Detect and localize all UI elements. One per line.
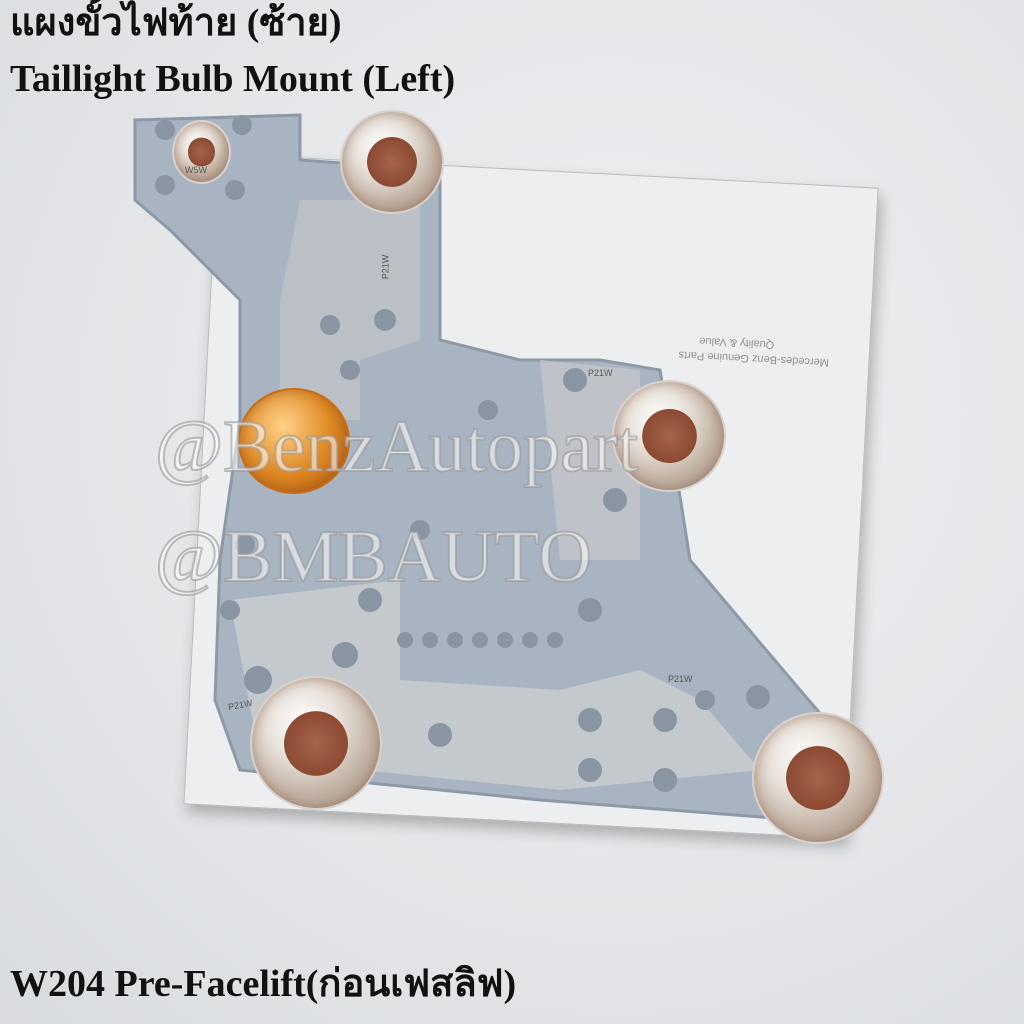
bulb-label-w5w: W5W	[185, 165, 207, 175]
english-title: Taillight Bulb Mount (Left)	[10, 58, 456, 100]
bulb-label-bottom-right: P21W	[668, 674, 693, 684]
bulb-amber	[238, 388, 350, 494]
bulb-bottom-right	[752, 712, 884, 844]
model-caption: W204 Pre-Facelift(ก่อนเฟสลิฟ)	[10, 963, 517, 1005]
watermark-bmbauto: @BMBAUTO	[154, 515, 593, 599]
thai-title: แผงขั้วไฟท้าย (ซ้าย)	[10, 2, 342, 44]
bulb-w5w	[172, 120, 231, 184]
bulb-bottom-left	[250, 676, 382, 810]
bulb-right	[612, 380, 726, 492]
bulb-label-right: P21W	[588, 368, 613, 378]
watermark-benzautopart: @BenzAutopart	[154, 405, 639, 489]
bulb-label-top: P21W	[380, 254, 391, 280]
bulb-top	[340, 110, 444, 214]
